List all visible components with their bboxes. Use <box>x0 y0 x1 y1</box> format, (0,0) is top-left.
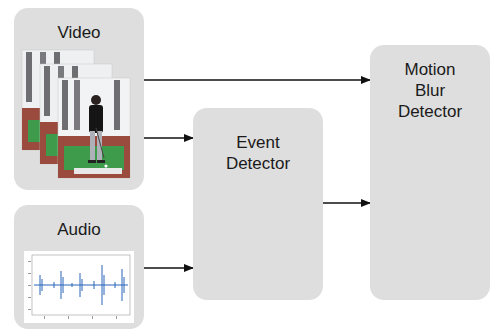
process-box: Event Detector <box>193 108 323 300</box>
arrow-connector <box>144 137 193 138</box>
golfer-figure <box>88 95 108 168</box>
arrow-connector <box>144 79 370 80</box>
input-box: Video <box>14 8 144 190</box>
frame-front <box>58 78 130 178</box>
process-box: Motion Blur Detector <box>370 45 490 300</box>
node-label: Video <box>23 22 135 43</box>
node-label: Event Detector <box>212 132 304 174</box>
arrow-connector <box>323 202 370 203</box>
arrow-connector <box>144 267 193 268</box>
node-label: Audio <box>23 219 135 240</box>
node-label: Motion Blur Detector <box>388 59 472 122</box>
input-box: Audio <box>14 205 144 329</box>
